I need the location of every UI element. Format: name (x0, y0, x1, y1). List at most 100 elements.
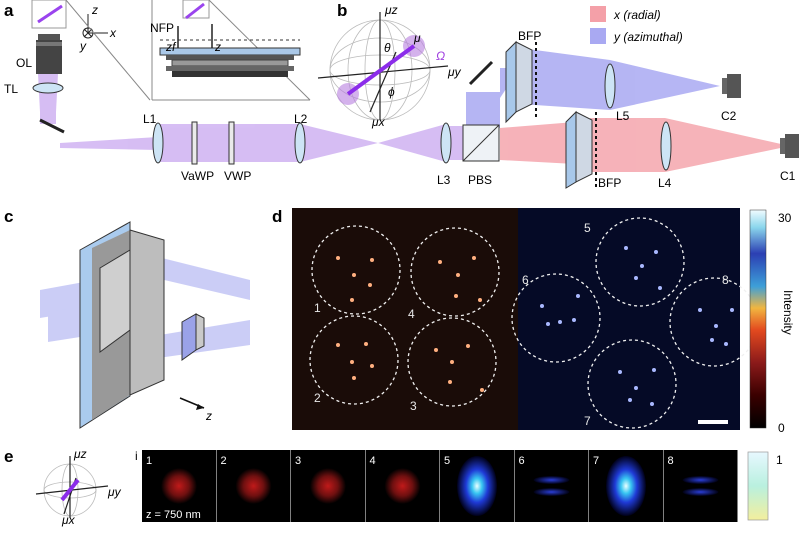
blue-spot (652, 368, 656, 372)
cbar-label: Intensity (781, 290, 795, 335)
psf-dim-lobe (682, 488, 719, 496)
psf-tile-number: 4 (370, 455, 376, 467)
psf-tile-number: 8 (668, 455, 674, 467)
blue-spot (634, 386, 638, 390)
red-spot (368, 283, 372, 287)
blue-spot (654, 250, 658, 254)
red-spot (350, 298, 354, 302)
ring-1 (311, 225, 401, 315)
red-spot (438, 260, 442, 264)
label-ol: OL (16, 56, 32, 70)
blue-spot (710, 338, 714, 342)
ring-2 (309, 315, 399, 405)
psf-blue-spot (457, 456, 497, 516)
legend-y-swatch (590, 28, 606, 44)
legend-x-swatch (590, 6, 606, 22)
axis-z: z (91, 3, 98, 17)
lens-l2 (294, 122, 306, 164)
blue-spot (628, 398, 632, 402)
pyramid-prism-top (505, 40, 537, 124)
sphere-phi: ϕ (388, 85, 395, 99)
panel-c-label: c (4, 207, 13, 226)
psf-red-spot (235, 468, 272, 504)
sphere-mu: μ (413, 31, 421, 45)
psf-tile-number: 1 (146, 455, 152, 467)
scale-bar (698, 420, 728, 424)
label-pbs: PBS (468, 173, 492, 187)
red-spot (480, 388, 484, 392)
label-z: z (214, 40, 221, 54)
lens-l3 (440, 122, 452, 164)
lens-l5 (604, 63, 616, 109)
sphere-mu-x: μx (371, 115, 386, 129)
psf-red-spot (310, 468, 346, 504)
ch-x-num-2: 2 (314, 391, 321, 405)
psf-tile-2: 2 (216, 450, 291, 522)
psf-tile-8: 8 (663, 450, 738, 522)
red-beam-x (500, 118, 790, 172)
psf-dim-lobe (682, 476, 719, 484)
psf-blue-spot (606, 456, 646, 516)
colorbar-e (747, 451, 769, 521)
panel-b-label: b (337, 1, 347, 20)
legend-x-label: x (radial) (613, 8, 661, 22)
psf-tile-number: 3 (295, 455, 301, 467)
psf-dim-lobe (533, 476, 570, 484)
cbar-e-max: 1 (776, 453, 783, 467)
psf-tile-number: 7 (593, 455, 599, 467)
panel-c-z: z (205, 409, 212, 423)
blue-spot (730, 308, 734, 312)
psf-tile-number: 2 (221, 455, 227, 467)
label-nfp: NFP (150, 21, 174, 35)
red-spot (472, 256, 476, 260)
dot-group (336, 246, 734, 406)
e-z-value: z = 750 nm (146, 509, 201, 521)
e-mu-y: μy (107, 485, 122, 499)
blue-spot (618, 370, 622, 374)
red-spot (454, 294, 458, 298)
blue-spot (624, 246, 628, 250)
psf-tile-5: 5 (440, 450, 514, 522)
psf-tile-1: 1 (142, 450, 216, 522)
ch-y-num-8: 8 (722, 273, 729, 287)
label-l1: L1 (143, 112, 157, 126)
sphere-theta: θ (384, 41, 391, 55)
blue-spot (698, 308, 702, 312)
red-spot (336, 343, 340, 347)
red-spot (448, 380, 452, 384)
image-channel-x (292, 208, 518, 430)
label-bfp-bottom: BFP (598, 176, 621, 190)
panel-d-label: d (272, 207, 282, 226)
sample-box (31, 0, 67, 29)
label-l2: L2 (294, 112, 308, 126)
ring-5 (595, 217, 685, 307)
blue-spot (558, 320, 562, 324)
sphere-mu-y: μy (447, 65, 462, 79)
camera-c2 (722, 74, 741, 98)
camera-c1 (780, 134, 799, 158)
psf-red-spot (161, 468, 197, 504)
e-mu-x: μx (61, 513, 76, 527)
tube-lens (32, 82, 64, 94)
blue-spot (572, 318, 576, 322)
purple-beam (38, 74, 470, 162)
vwp-plate (228, 121, 235, 165)
axis-y: y (79, 39, 87, 53)
blue-spot (640, 264, 644, 268)
psf-tile-4: 4 (365, 450, 440, 522)
label-bfp-top: BFP (518, 29, 541, 43)
e-row-index: i (135, 449, 138, 463)
red-spot (370, 258, 374, 262)
label-l5: L5 (616, 109, 630, 123)
red-spot (478, 298, 482, 302)
label-l4: L4 (658, 176, 672, 190)
red-spot (352, 273, 356, 277)
psf-tile-number: 6 (519, 455, 525, 467)
label-vwp: VWP (224, 169, 251, 183)
ring-4 (410, 227, 500, 317)
ch-y-num-7: 7 (584, 414, 591, 428)
sphere-e (35, 456, 109, 518)
psf-tile-number: 5 (444, 455, 450, 467)
dipole-arrow-icon (37, 4, 63, 24)
objective-lens (36, 34, 62, 74)
